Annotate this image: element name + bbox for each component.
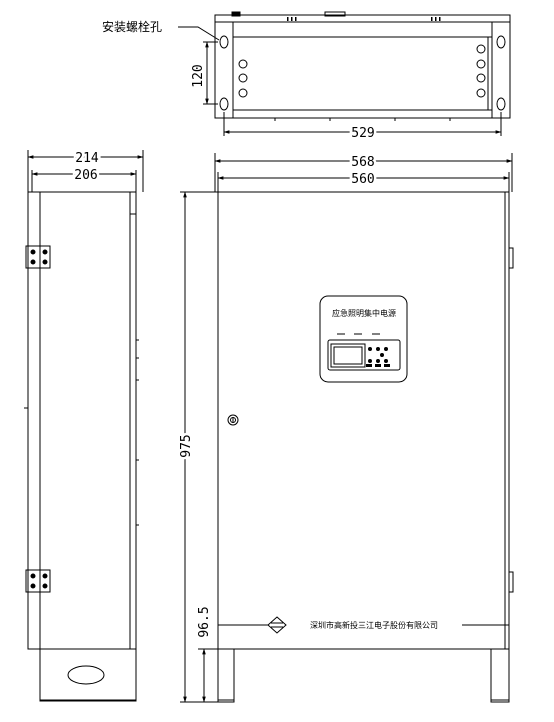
bolt-hole-callout: 安装螺栓孔 [102, 19, 220, 41]
side-base [39, 648, 137, 702]
dimension-96-5-text: 96.5 [197, 606, 212, 637]
panel-keypad [366, 347, 390, 367]
door-lock [227, 414, 239, 426]
panel-display [330, 343, 366, 368]
dimension-96-5 [198, 648, 218, 703]
cabinet-door [217, 191, 510, 650]
bolt-hole-label: 安装螺栓孔 [102, 19, 162, 34]
side-base-slot [67, 665, 105, 685]
side-view [24, 191, 139, 702]
top-view-body [214, 14, 511, 119]
dimension-560-text: 560 [351, 172, 374, 187]
panel-display-frame [327, 339, 401, 371]
side-hinge-top [25, 245, 51, 269]
dimension-975-text: 975 [179, 434, 194, 457]
top-vent-right [431, 17, 441, 21]
bolt-hole-top-right [496, 35, 506, 49]
front-leg-right [490, 649, 510, 703]
bolt-hole-bottom-right [496, 97, 506, 111]
panel-title: 应急照明集中电源 [332, 308, 396, 318]
dimension-206-text: 206 [74, 168, 97, 183]
top-view [214, 11, 511, 121]
control-panel [319, 295, 408, 383]
dimension-214-text: 214 [75, 151, 99, 166]
dimension-529 [223, 112, 502, 136]
bolt-hole-top-left [219, 35, 229, 49]
dimension-529-text: 529 [351, 126, 374, 141]
bolt-hole-bottom-left [219, 97, 229, 111]
front-leg-left [217, 649, 235, 703]
dimension-120-text: 120 [191, 64, 206, 87]
company-logo-icon [267, 616, 287, 634]
dimension-975 [180, 191, 218, 703]
top-knockouts-left [238, 59, 248, 98]
front-view [217, 191, 514, 703]
side-dimensions [27, 150, 144, 192]
top-knockouts-right [476, 44, 486, 98]
side-hinge-bottom [25, 569, 51, 593]
front-dimensions [214, 153, 513, 192]
company-name: 深圳市高新投三江电子股份有限公司 [310, 620, 438, 630]
top-vent-left [287, 17, 297, 21]
dimension-568-text: 568 [351, 155, 374, 170]
dimension-120 [203, 41, 218, 105]
